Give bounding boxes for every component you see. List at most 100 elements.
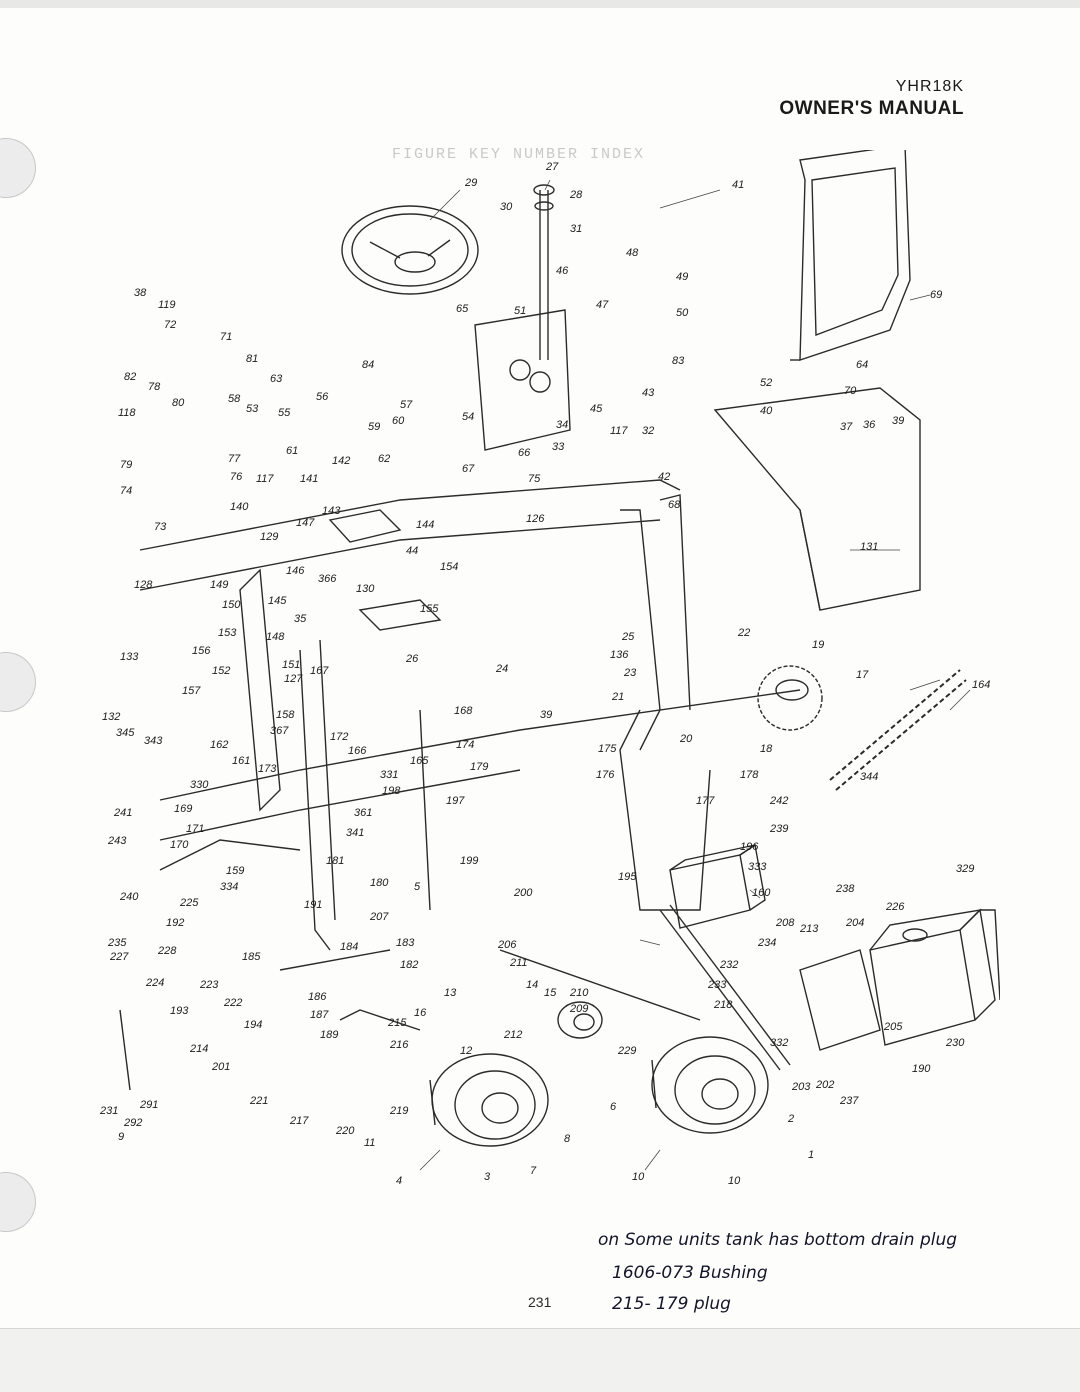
callout-179: 175 bbox=[598, 743, 617, 755]
scan-edge-bottom bbox=[0, 1328, 1080, 1392]
callout-117: 118 bbox=[118, 407, 136, 419]
callout-167: 24 bbox=[495, 663, 508, 675]
callout-344: 330 bbox=[190, 779, 209, 791]
callout-48: 48 bbox=[626, 247, 639, 259]
callout-81: 63 bbox=[270, 373, 283, 385]
callout-55: 43 bbox=[642, 387, 655, 399]
callout-11: 6 bbox=[610, 1101, 617, 1113]
callout-205: 230 bbox=[945, 1037, 965, 1049]
battery-drawing bbox=[669, 843, 766, 929]
callout-174: 179 bbox=[470, 761, 488, 773]
callout-66: 75 bbox=[528, 473, 541, 485]
punch-hole-middle bbox=[0, 652, 36, 712]
callout-237: 231 bbox=[100, 1105, 118, 1117]
callout-150: 35 bbox=[294, 613, 307, 625]
callout-225: 191 bbox=[304, 899, 322, 911]
callout-35: 131 bbox=[860, 541, 878, 553]
callout-71: 80 bbox=[172, 397, 185, 409]
callout-22: 17 bbox=[856, 669, 869, 681]
callout-171: 361 bbox=[354, 807, 372, 819]
callout-214: 216 bbox=[389, 1039, 409, 1051]
callout-176: 178 bbox=[740, 769, 759, 781]
callout-219: 11 bbox=[364, 1137, 375, 1149]
callout-31: 31 bbox=[570, 223, 582, 235]
callout-240: 225 bbox=[179, 897, 199, 909]
callout-58: 57 bbox=[400, 399, 413, 411]
fuel-tank-drawing bbox=[869, 908, 1000, 1046]
callout-40: 69 bbox=[930, 289, 942, 301]
callout-45: 117 bbox=[610, 425, 628, 437]
callout-217: 220 bbox=[335, 1125, 355, 1137]
callout-128: 146 bbox=[286, 565, 305, 577]
callout-177: 239 bbox=[769, 823, 788, 835]
callout-231: 291 bbox=[139, 1099, 158, 1111]
callout-78: 53 bbox=[246, 403, 259, 415]
callout-229: 201 bbox=[211, 1061, 230, 1073]
callout-37: 64 bbox=[856, 359, 868, 371]
callout-159: 334 bbox=[220, 881, 238, 893]
callout-187: 16 bbox=[414, 1007, 427, 1019]
steering-shaft-drawing bbox=[533, 184, 555, 360]
callout-42: 68 bbox=[668, 499, 681, 511]
callout-189: 215 bbox=[387, 1017, 407, 1029]
sprocket-drawing bbox=[757, 665, 823, 731]
callout-131: 128 bbox=[134, 579, 153, 591]
callout-141: 142 bbox=[332, 455, 350, 467]
callout-199: 195 bbox=[618, 871, 637, 883]
front-wheel-drawing bbox=[429, 1053, 549, 1147]
callout-155: 153 bbox=[218, 627, 237, 639]
callout-13: 14 bbox=[526, 979, 538, 991]
callout-144: 44 bbox=[406, 545, 418, 557]
callout-117b: 74 bbox=[120, 485, 132, 497]
callout-70: 81 bbox=[246, 353, 258, 365]
callout-80: 55 bbox=[278, 407, 291, 419]
callout-175: 20 bbox=[679, 733, 693, 745]
callout-333: 181 bbox=[326, 855, 344, 867]
leader-lines bbox=[419, 179, 971, 1171]
callout-178: 242 bbox=[769, 795, 788, 807]
callout-232: 224 bbox=[145, 977, 164, 989]
callout-160: 159 bbox=[226, 865, 244, 877]
exploded-parts-diagram: 27 28 29 30 31 41 48 46 49 47 50 51 65 8… bbox=[100, 150, 1000, 1187]
callout-38: 40 bbox=[760, 405, 773, 417]
callout-36: 70 bbox=[844, 385, 857, 397]
callout-173: 172 bbox=[330, 731, 348, 743]
callout-10: 10 bbox=[728, 1175, 741, 1187]
callout-17: 164 bbox=[972, 679, 990, 691]
callout-230: 214 bbox=[189, 1043, 208, 1055]
callout-1: 4 bbox=[396, 1175, 402, 1187]
callout-118: 79 bbox=[120, 459, 132, 471]
callout-161: 173 bbox=[258, 763, 277, 775]
callout-367: 168 bbox=[454, 705, 473, 717]
callout-9: 2 bbox=[787, 1113, 794, 1125]
fender-drawing bbox=[713, 387, 921, 611]
callout-29: 29 bbox=[464, 177, 477, 189]
callout-25: 136 bbox=[610, 649, 629, 661]
callout-62: 67 bbox=[462, 463, 475, 475]
callout-67: 66 bbox=[518, 447, 531, 459]
callout-64: 84 bbox=[362, 359, 374, 371]
callout-291: 292 bbox=[123, 1117, 142, 1129]
callout-208: 213 bbox=[799, 923, 819, 935]
callout-345: 343 bbox=[144, 735, 163, 747]
callout-79: 61 bbox=[286, 445, 298, 457]
callout-198: 176 bbox=[596, 769, 615, 781]
callout-209: 218 bbox=[713, 999, 733, 1011]
callout-235: 227 bbox=[109, 951, 129, 963]
callout-44: 42 bbox=[658, 471, 670, 483]
callout-158: 367 bbox=[270, 725, 289, 737]
dash-console-drawing bbox=[474, 309, 571, 451]
callout-34: 37 bbox=[840, 421, 853, 433]
callout-243: 170 bbox=[170, 839, 189, 851]
callout-147: 144 bbox=[416, 519, 434, 531]
callout-12: 229 bbox=[617, 1045, 636, 1057]
callout-329: 238 bbox=[835, 883, 855, 895]
callout-19: 22 bbox=[737, 627, 750, 639]
callout-23: 21 bbox=[611, 691, 624, 703]
callout-56: 45 bbox=[590, 403, 603, 415]
callout-330: 331 bbox=[380, 769, 398, 781]
callout-152: 151 bbox=[282, 659, 300, 671]
callout-65: 65 bbox=[456, 303, 469, 315]
callout-127: 167 bbox=[310, 665, 329, 677]
